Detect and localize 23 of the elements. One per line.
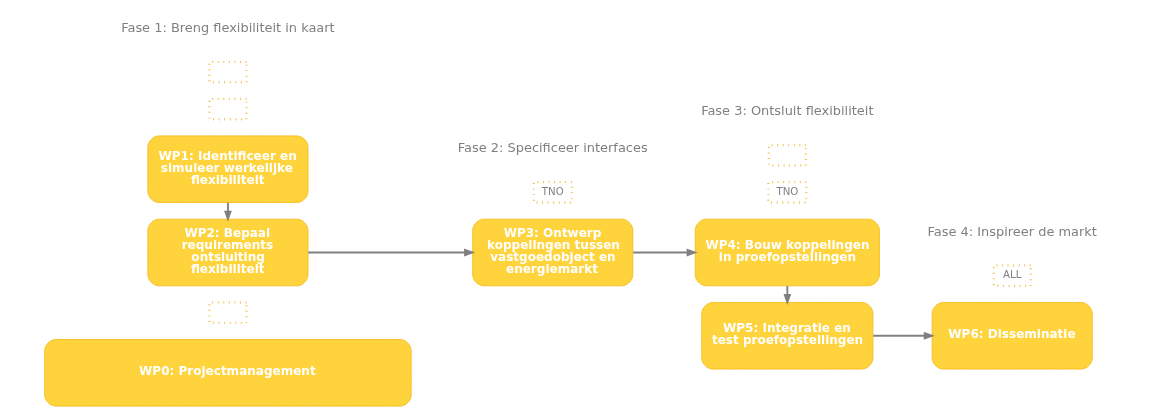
arrow [783, 285, 792, 306]
node-box [208, 301, 248, 324]
node-box: WP0: Projectmanagement [44, 339, 412, 407]
label: Fase 1: Breng flexibiliteit in kaart [121, 19, 335, 35]
label: Fase 3: Ontsluit flexibiliteit [701, 103, 874, 119]
node-box: ALL [992, 264, 1032, 287]
node-box [208, 60, 248, 84]
node-box: TNO [767, 181, 808, 204]
node-box: WP4: Bouw koppelingen in proefopstellingen [694, 218, 880, 287]
node-box: WP1: Identificeer en simuleer werkelijke flexibiliteit [147, 135, 309, 203]
node-box [767, 144, 807, 167]
label: Fase 4: Inspireer de markt [927, 223, 1097, 239]
node-box: WP2: Bepaal requirements ontsluiting flexibiliteit [147, 218, 309, 287]
arrow [872, 331, 935, 340]
node-box: WP6: Disseminatie [931, 302, 1093, 370]
label: Fase 2: Specificeer interfaces [457, 140, 648, 156]
node-box: WP5: Integratie en test proefopstellingen [701, 302, 874, 370]
node-box [208, 97, 248, 121]
node-box: WP3: Ontwerp koppelingen tussen vastgoedobject en energiemarkt [472, 218, 634, 287]
arrow [224, 201, 232, 222]
arrow [632, 248, 698, 257]
node-box: TNO [532, 181, 573, 204]
arrow [307, 248, 476, 257]
